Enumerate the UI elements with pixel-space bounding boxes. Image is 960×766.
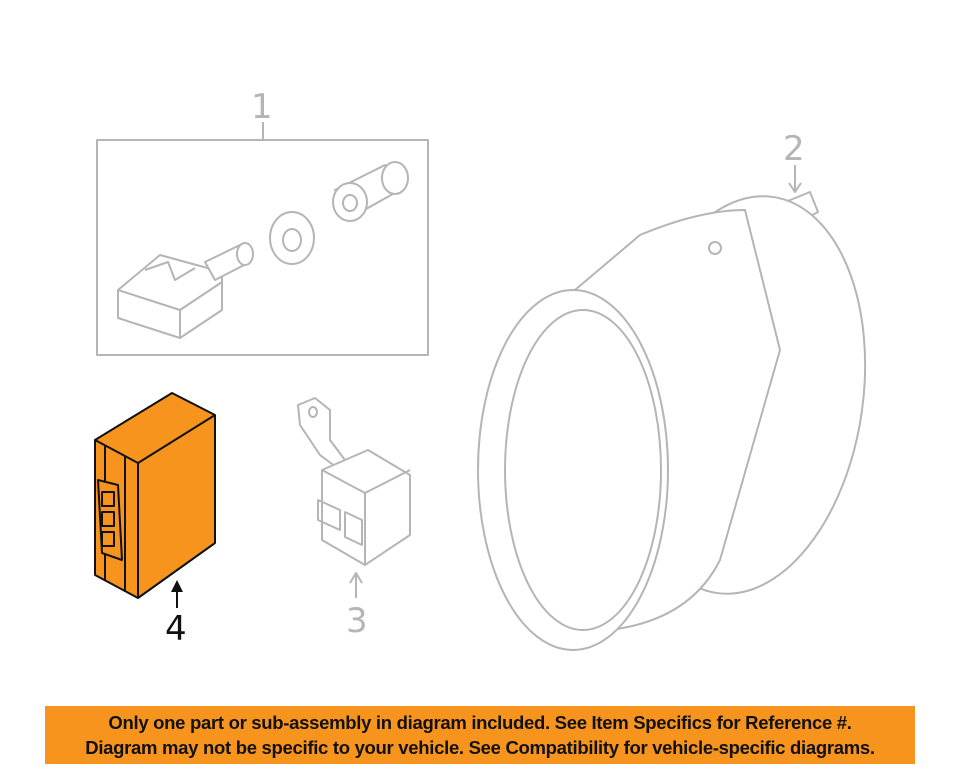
part-4-tpms-control-module: 4 [94,392,216,649]
disclaimer-line-1: Only one part or sub-assembly in diagram… [108,712,852,733]
part-3-receiver-module: 3 [297,397,411,641]
callout-3: 3 [346,601,368,641]
part-1-tpms-sensor-kit: 1 [96,87,429,356]
arrow-icon [171,580,183,592]
callout-2: 2 [783,129,805,169]
callout-1: 1 [251,87,273,127]
callout-4: 4 [165,609,187,649]
disclaimer-banner: Only one part or sub-assembly in diagram… [45,706,915,764]
disclaimer-line-2: Diagram may not be specific to your vehi… [85,737,875,758]
wheel-rim [477,195,867,651]
